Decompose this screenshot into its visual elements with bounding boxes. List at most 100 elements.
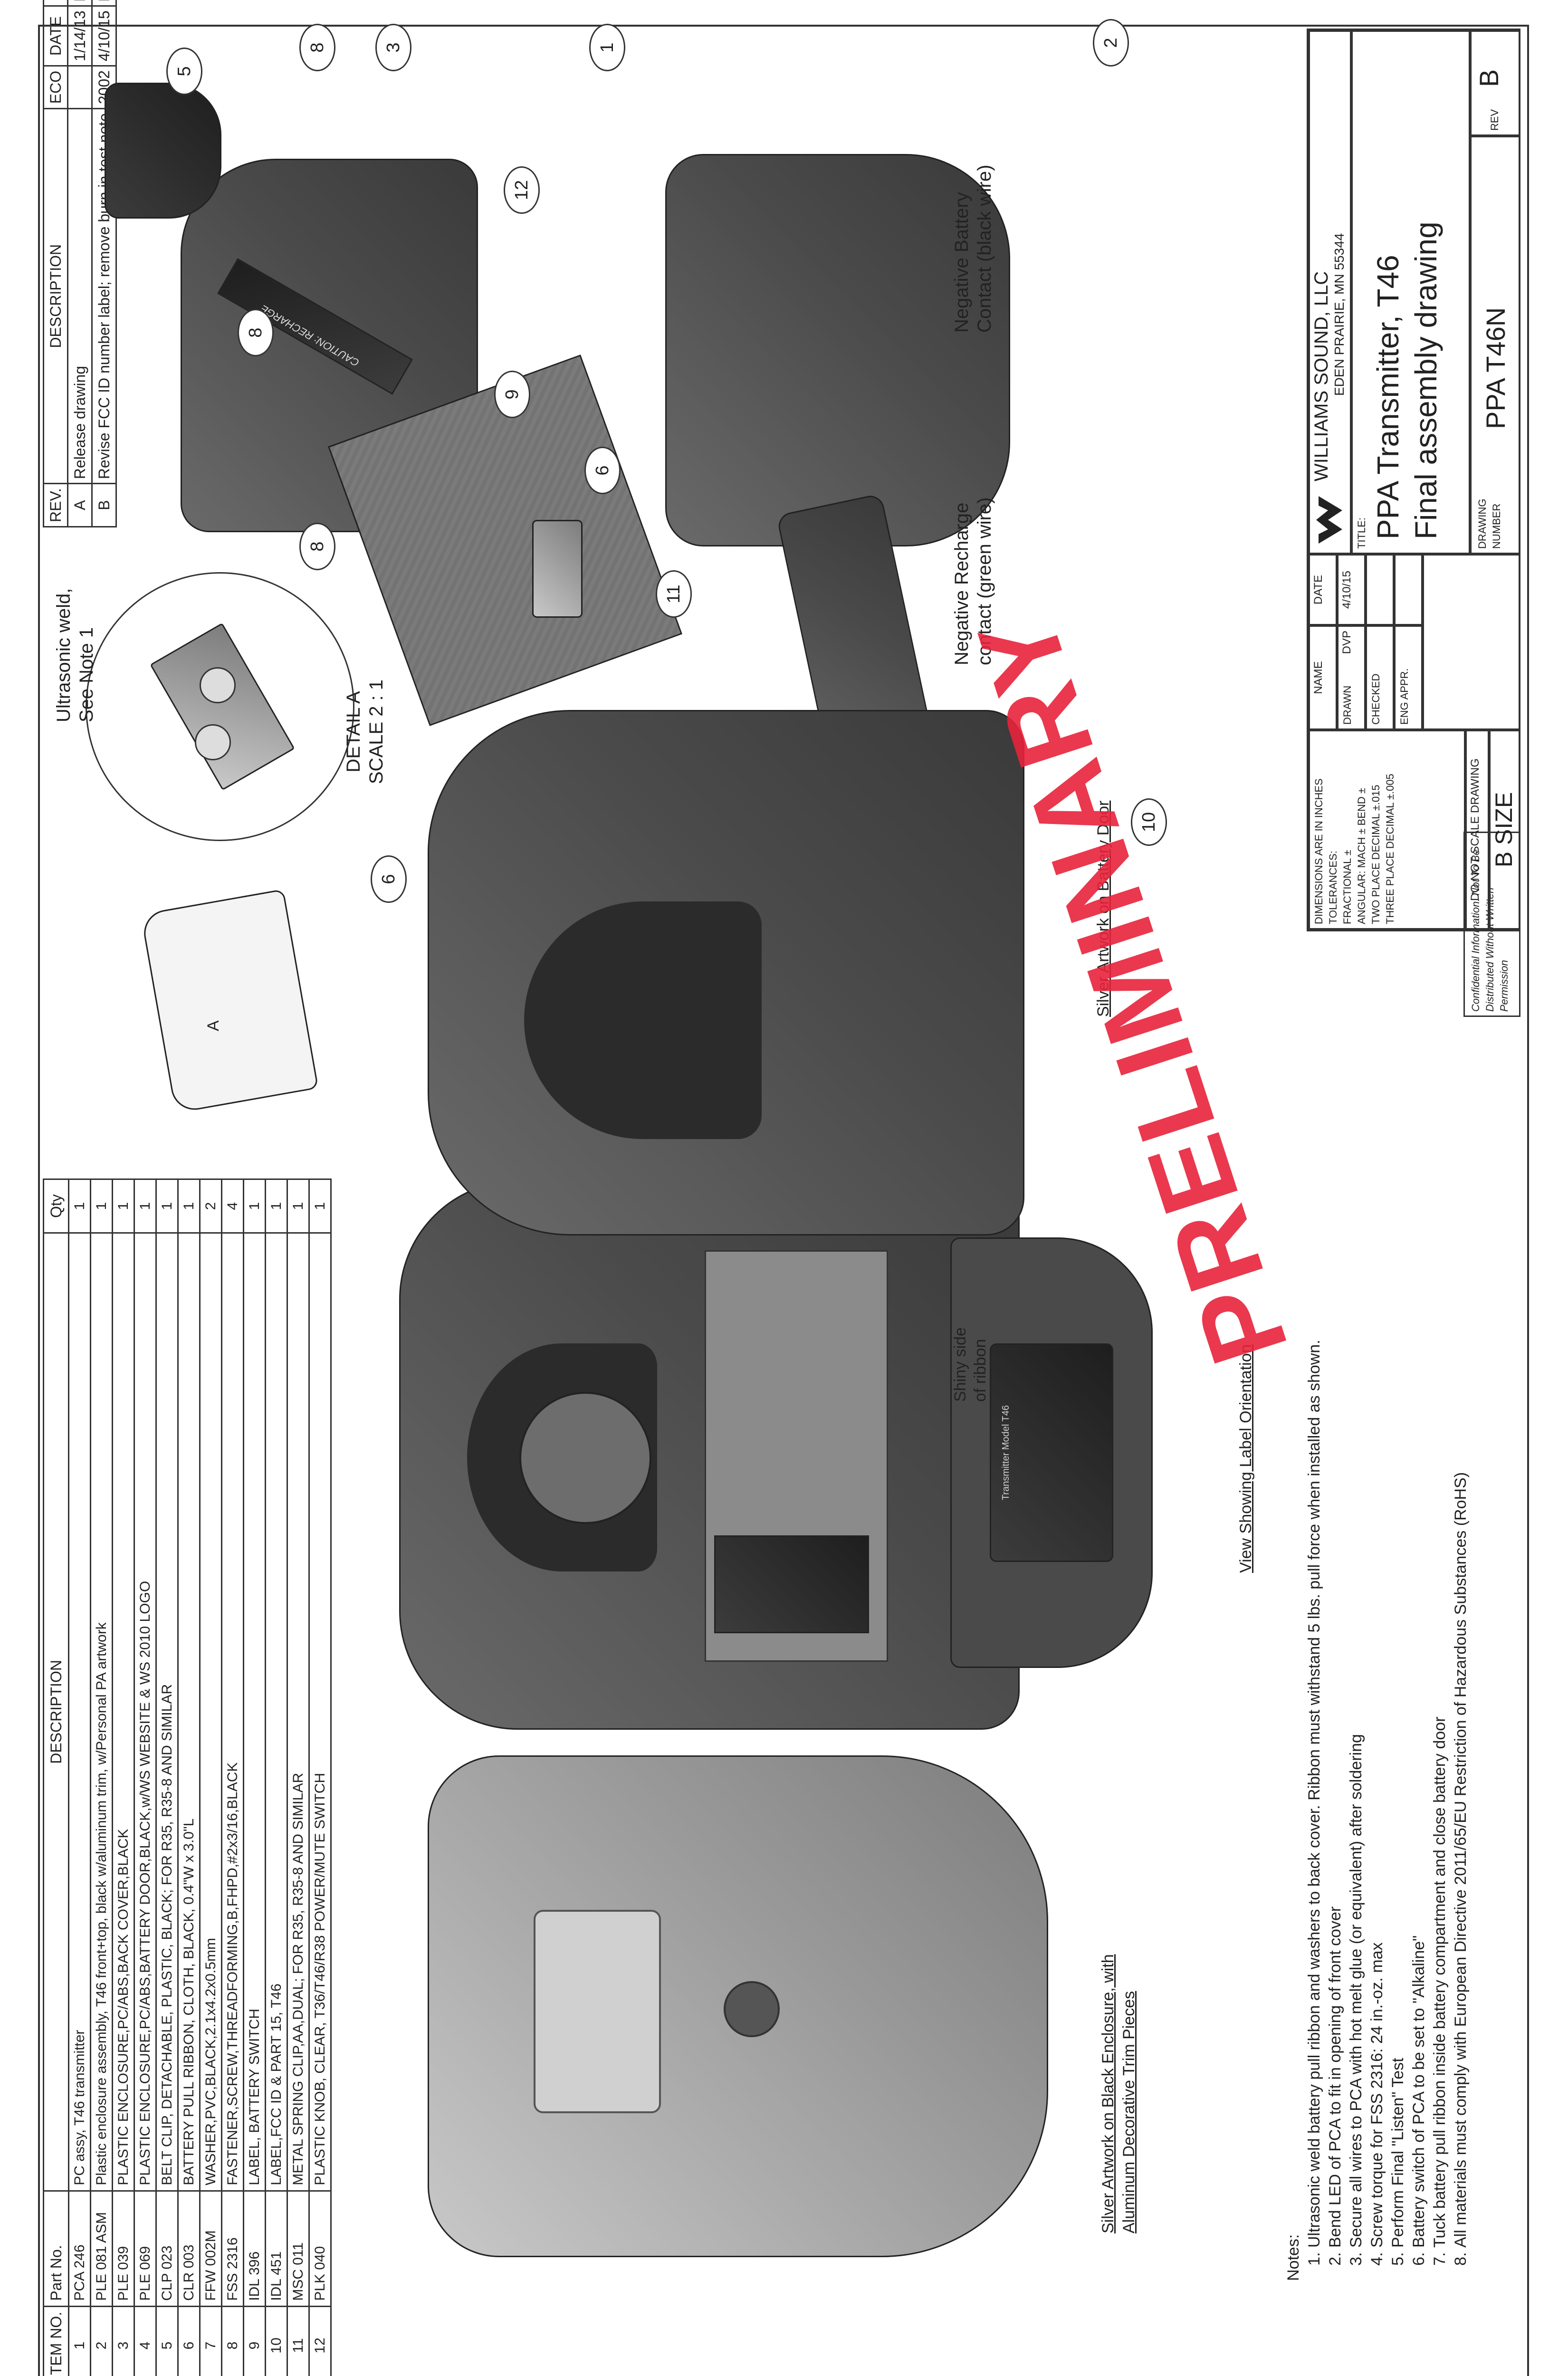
current-rev: B (1474, 69, 1504, 87)
tolerances-cell: DIMENSIONS ARE IN INCHES TOLERANCES: FRA… (1309, 730, 1465, 929)
bom-description: PC assy, T46 transmitter (68, 1233, 91, 2191)
balloon-6: 6 (584, 447, 621, 494)
note-item: Ultrasonic weld battery pull ribbon and … (1304, 1140, 1325, 2248)
bom-qty: 1 (134, 1179, 156, 1233)
door-view-graphic (428, 710, 1024, 1236)
company-cell: WILLIAMS SOUND, LLC EDEN PRAIRIE, MN 553… (1309, 30, 1351, 554)
bom-header-qty: Qty (43, 1179, 69, 1233)
spring-clip-graphic (532, 520, 583, 618)
drawn-date: 4/10/15 (1337, 554, 1366, 625)
company-name: WILLIAMS SOUND, LLC (1311, 271, 1332, 481)
bom-description: PLASTIC ENCLOSURE,PC/ABS,BATTERY DOOR,BL… (134, 1233, 156, 2191)
bom-qty: 1 (243, 1179, 266, 1233)
door-clip-graphic (524, 901, 762, 1139)
fcc-label-graphic: Transmitter Model T46 (990, 1343, 1113, 1562)
eng-appr-cell: ENG APPR. (1394, 625, 1423, 730)
bom-part: MSC 011 (287, 2191, 309, 2307)
bom-qty: 1 (178, 1179, 200, 1233)
rev-date: 4/10/15 (92, 6, 116, 66)
balloon-8: 8 (238, 309, 274, 356)
bom-item: 3 (112, 2306, 134, 2376)
ultrasonic-weld-label: Ultrasonic weld, See Note 1 (53, 588, 97, 722)
caution-sticker-graphic (714, 1535, 869, 1633)
detail-a-marker: A (204, 1020, 222, 1031)
company-address: EDEN PRAIRIE, MN 55344 (1332, 233, 1347, 396)
label-view-caption: View Showing Label Orientation (1237, 1344, 1255, 1573)
balloon-6: 6 (371, 855, 407, 903)
note-item: Secure all wires to PCA with hot melt gl… (1346, 1140, 1367, 2248)
title-line-2: Final assembly drawing (1409, 221, 1443, 539)
rev-header-date: DATE (43, 6, 68, 66)
battery-door-label-graphic: Transmitter Model T46 (950, 1237, 1153, 1668)
rev-by: DVP (67, 0, 92, 6)
williams-sound-logo-icon (1316, 496, 1342, 544)
name-header: NAME (1309, 625, 1337, 730)
bom-qty: 1 (112, 1179, 134, 1233)
shiny-side-label: Shiny side of ribbon (951, 1327, 989, 1402)
rev-header-rev: REV. (43, 483, 68, 527)
rev-cell: REV B (1470, 30, 1520, 136)
bom-item: 7 (200, 2306, 222, 2376)
bom-description: PLASTIC KNOB, CLEAR, T36/T46/R38 POWER/M… (309, 1233, 331, 2191)
bom-qty: 2 (200, 1179, 222, 1233)
date-header: DATE (1309, 554, 1337, 625)
bom-item: 10 (265, 2306, 287, 2376)
front-view-caption: Silver Artwork on Black Enclosure, with … (1099, 1954, 1138, 2233)
title-label: TITLE: (1356, 517, 1367, 549)
balloon-5: 5 (166, 48, 202, 95)
revision-row: B Revise FCC ID number label; remove bur… (92, 0, 116, 527)
rev-by: DVP (92, 0, 116, 6)
rev-description: Release drawing (67, 108, 92, 484)
bom-item: 5 (156, 2306, 178, 2376)
belt-clip-graphic (105, 83, 221, 219)
front-view-graphic (428, 1755, 1048, 2257)
bom-part: PCA 246 (68, 2191, 91, 2307)
washer-graphic (200, 667, 236, 703)
sheet-size: B SIZE (1489, 730, 1520, 929)
balloon-1: 1 (589, 24, 625, 71)
bom-part: FSS 2316 (221, 2191, 244, 2307)
detail-a-label: DETAIL A SCALE 2 : 1 (343, 679, 387, 784)
bom-qty: 1 (265, 1179, 287, 1233)
revision-row: A Release drawing 1/14/13 DVP (67, 0, 92, 527)
bom-description: BELT CLIP, DETACHABLE, PLASTIC, BLACK; F… (156, 1233, 178, 2191)
lcd-display-graphic (534, 1910, 661, 2113)
checked-date-cell (1366, 554, 1394, 625)
bom-item: 9 (243, 2306, 266, 2376)
bom-item: 12 (309, 2306, 331, 2376)
rev-eco (67, 66, 92, 109)
drawing-number-cell: DRAWING NUMBER PPA T46N (1470, 136, 1520, 554)
bom-item: 6 (178, 2306, 200, 2376)
eng-appr-date-cell (1394, 554, 1423, 625)
balloon-3: 3 (375, 24, 411, 71)
bom-qty: 1 (156, 1179, 178, 1233)
balloon-12: 12 (504, 166, 540, 214)
bom-qty: 1 (90, 1179, 113, 1233)
drawn-name: DVP (1340, 631, 1353, 654)
checked-cell: CHECKED (1366, 625, 1394, 730)
revision-table: REV. DESCRIPTION ECO DATE BY A Release d… (43, 0, 117, 527)
note-item: Bend LED of PCA to fit in opening of fro… (1325, 1140, 1346, 2248)
rev-header-by: BY (43, 0, 68, 6)
balloon-11: 11 (656, 570, 692, 618)
bom-qty: 1 (287, 1179, 309, 1233)
title-cell: TITLE: PPA Transmitter, T46 Final assemb… (1351, 30, 1470, 554)
bom-description: WASHER,PVC,BLACK,2.1x4.2x0.5mm (200, 1233, 222, 2191)
note-item: Tuck battery pull ribbon inside battery … (1429, 1140, 1450, 2248)
washer-graphic (195, 724, 231, 760)
note-item: Battery switch of PCA to be set to "Alka… (1408, 1140, 1429, 2248)
note-item: Screw torque for FSS 2316: 24 in.-oz. ma… (1367, 1140, 1387, 2248)
bom-description: METAL SPRING CLIP,AA,DUAL; FOR R35, R35-… (287, 1233, 309, 2191)
revision-header-row: REV. DESCRIPTION ECO DATE BY (43, 0, 68, 527)
